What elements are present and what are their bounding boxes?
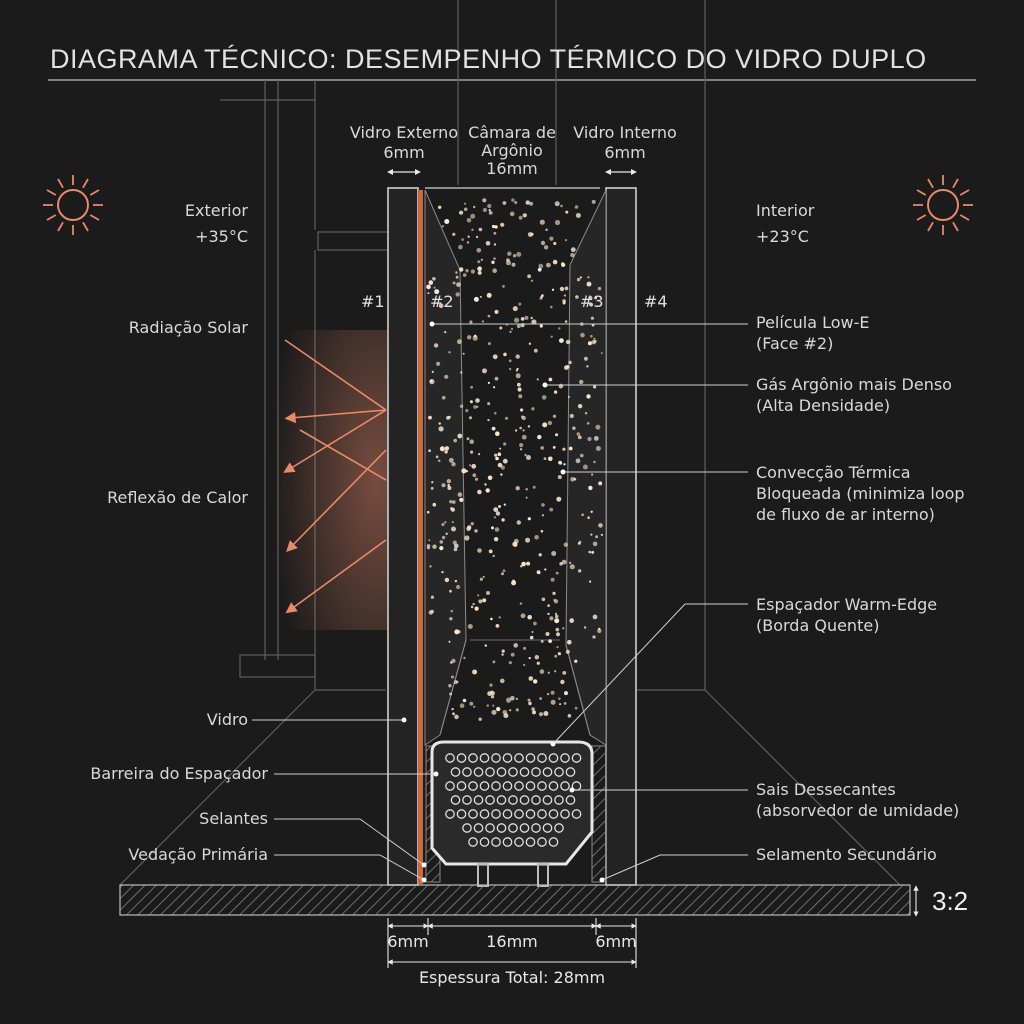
dim-outer: 6mm [387,932,429,951]
desiccant-beads [445,753,582,847]
dim-chamber: 16mm [486,932,538,951]
spacer-label: Espaçador Warm-Edge(Borda Quente) [756,595,938,635]
face-2-label: #2 [430,292,454,311]
dim-inner: 6mm [595,932,637,951]
ratio-label: 3:2 [932,886,969,916]
leader-lines [252,323,748,881]
dim-total: Espessura Total: 28mm [418,968,606,987]
glass-label: Vidro [206,710,248,729]
lowe-film [418,190,423,884]
face-3-label: #3 [580,292,604,311]
desiccant-label: Sais Dessecantes(absorvedor de umidade) [756,780,960,820]
argon-particles [426,198,604,721]
interior-label: Interior+23°C [756,201,815,246]
exterior-label: Exterior+35°C [184,201,248,246]
argon-label: Gás Argônio mais Denso(Alta Densidade) [756,375,952,415]
outer-glass-pane [387,187,419,886]
sun-icon [913,175,973,235]
base-sill [119,884,911,916]
sealants-label: Selantes [199,809,268,828]
primary-seal-label: Vedação Primária [128,845,268,864]
heat-reflection-arrows [283,339,387,614]
warm-edge-spacer [425,740,607,887]
face-1-label: #1 [361,292,385,311]
heat-reflection-label: Reflexão de Calor [107,488,248,507]
leader-dots [401,321,605,883]
sun-icon [43,175,103,235]
lowe-label: Película Low-E(Face #2) [756,313,870,353]
inner-glass-pane [605,187,637,886]
face-4-label: #4 [644,292,668,311]
solar-glow [270,330,388,630]
secondary-seal-label: Selamento Secundário [756,845,937,864]
solar-radiation-label: Radiação Solar [128,318,248,337]
bottom-dimension-lines [387,885,919,968]
spacer-barrier-label: Barreira do Espaçador [90,764,268,783]
page-title: DIAGRAMA TÉCNICO: DESEMPENHO TÉRMICO DO … [50,44,927,74]
